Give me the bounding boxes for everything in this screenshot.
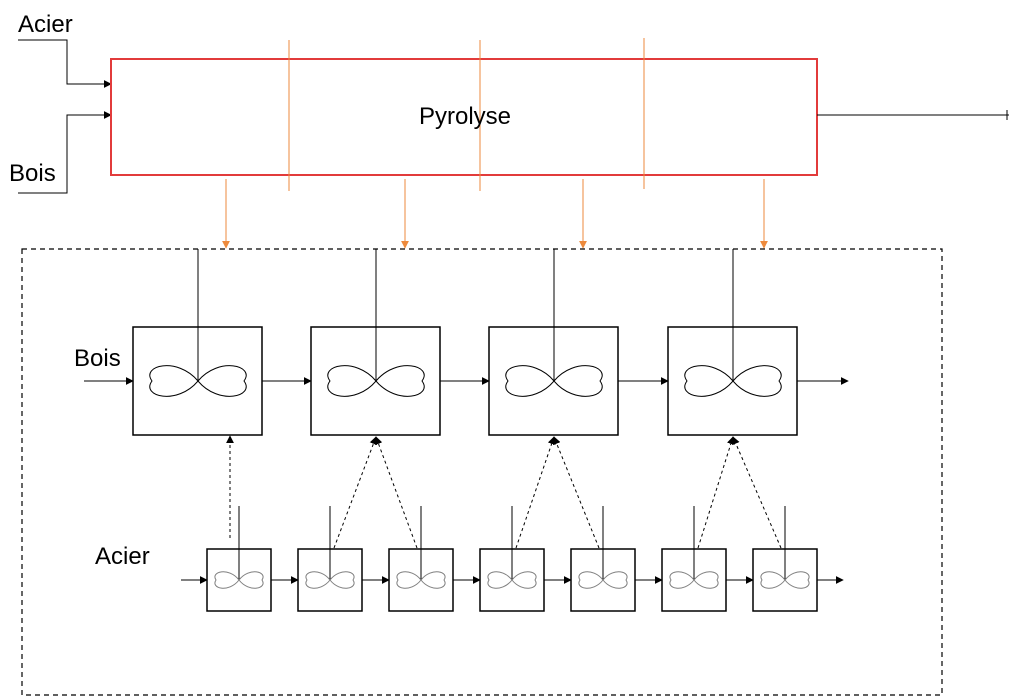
infinity-stirrer-icon bbox=[669, 571, 719, 589]
steel-reactor bbox=[388, 506, 481, 612]
steel-reactor bbox=[661, 506, 754, 612]
pyrolysis-label: Pyrolyse bbox=[419, 103, 511, 130]
cascade-wood-input-label: Bois bbox=[74, 345, 121, 372]
top-wood-input-arrow bbox=[18, 111, 112, 194]
wood-reactor bbox=[132, 249, 312, 436]
top-wood-input-label: Bois bbox=[9, 160, 56, 187]
infinity-stirrer-icon bbox=[214, 571, 264, 589]
heat-arrows bbox=[222, 179, 768, 249]
heat-link-dashed bbox=[732, 436, 782, 549]
steel-reactor bbox=[752, 506, 844, 612]
cascade-steel-input-label: Acier bbox=[95, 543, 150, 570]
steel-reactor-cascade bbox=[206, 506, 844, 612]
infinity-stirrer-icon bbox=[760, 571, 810, 589]
wood-reactor bbox=[488, 249, 669, 436]
infinity-stirrer-icon bbox=[578, 571, 628, 589]
heat-link-dashed bbox=[515, 436, 556, 549]
wood-reactor bbox=[667, 249, 849, 436]
steel-reactor bbox=[297, 506, 390, 612]
infinity-stirrer-icon bbox=[149, 365, 247, 397]
heat-link-dashed bbox=[333, 436, 378, 549]
wood-reactor-cascade bbox=[132, 249, 849, 436]
infinity-stirrer-icon bbox=[327, 365, 425, 397]
infinity-stirrer-icon bbox=[305, 571, 355, 589]
infinity-stirrer-icon bbox=[684, 365, 782, 397]
steel-reactor bbox=[570, 506, 663, 612]
heat-link-dashed bbox=[374, 436, 418, 549]
steel-reactor bbox=[206, 506, 299, 612]
heat-link-dashed bbox=[552, 436, 600, 549]
cascade-boundary bbox=[21, 248, 943, 696]
top-steel-input-arrow bbox=[18, 39, 112, 88]
wood-reactor bbox=[310, 249, 490, 436]
infinity-stirrer-icon bbox=[505, 365, 603, 397]
pyrolysis-box bbox=[110, 58, 818, 176]
top-steel-input-label: Acier bbox=[18, 11, 73, 38]
infinity-stirrer-icon bbox=[396, 571, 446, 589]
heat-link-dashed bbox=[697, 436, 735, 549]
pyrolysis-section-dividers bbox=[288, 38, 645, 191]
heat-exchange-links bbox=[226, 435, 782, 549]
steel-reactor bbox=[479, 506, 572, 612]
infinity-stirrer-icon bbox=[487, 571, 537, 589]
